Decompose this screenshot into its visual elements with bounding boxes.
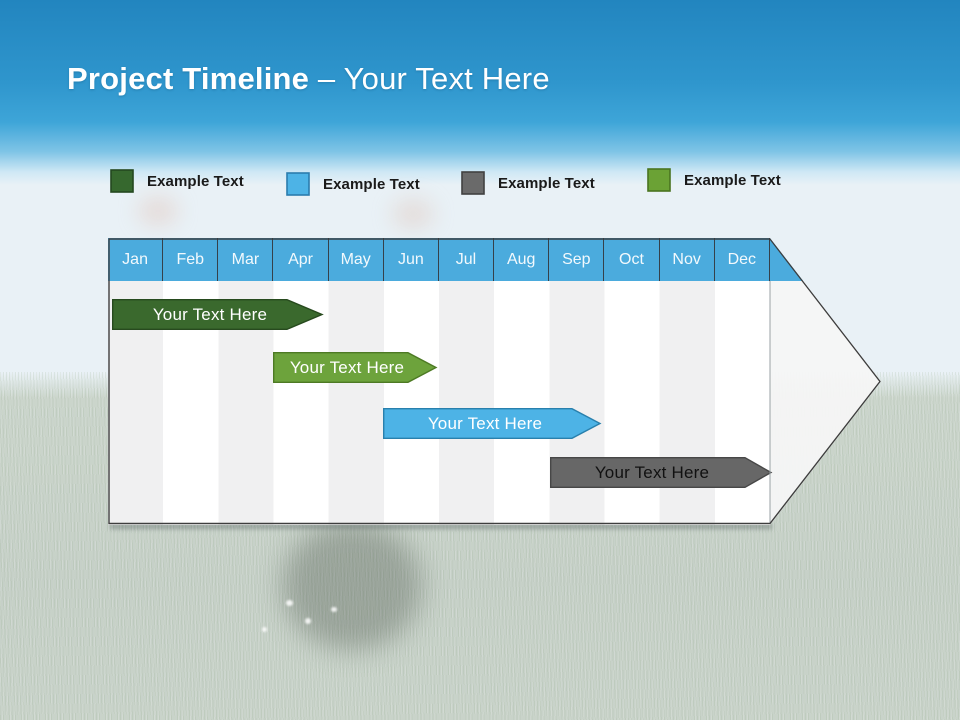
timeline-shadow (110, 524, 772, 529)
month-cell-nov[interactable]: Nov (660, 238, 715, 281)
month-cell-aug[interactable]: Aug (494, 238, 550, 281)
flower-dot (262, 627, 267, 632)
legend-label: Example Text (684, 171, 781, 189)
month-cell-jan[interactable]: Jan (108, 238, 164, 281)
legend-swatch-blue (286, 172, 310, 196)
sky-gradient-band (0, 0, 960, 185)
title-placeholder: – Your Text Here (317, 61, 550, 96)
title-main: Project Timeline (67, 61, 318, 96)
bar-label: Your Text Here (595, 463, 709, 482)
month-cell-oct[interactable]: Oct (604, 238, 660, 281)
page-title[interactable]: Project Timeline – Your Text Here (67, 61, 550, 97)
bar-label: Your Text Here (428, 414, 542, 433)
legend-item-2[interactable]: Example Text (286, 172, 420, 196)
month-cell-jun[interactable]: Jun (384, 238, 439, 281)
legend-item-3[interactable]: Example Text (461, 171, 595, 195)
legend-swatch-green (647, 168, 671, 192)
month-header-row: Jan Feb Mar Apr May Jun Jul Aug Sep Oct … (108, 238, 881, 281)
month-cell-may[interactable]: May (329, 238, 384, 281)
month-cell-apr[interactable]: Apr (273, 238, 329, 281)
timeline-bar-3[interactable]: Your Text Here (382, 407, 602, 439)
faint-hand-left (138, 196, 178, 226)
month-cell-mar[interactable]: Mar (218, 238, 274, 281)
child-silhouette (282, 522, 422, 650)
bar-label: Your Text Here (290, 358, 404, 377)
faint-hand-right (392, 198, 434, 230)
legend-item-4[interactable]: Example Text (647, 168, 781, 192)
month-cell-jul[interactable]: Jul (439, 238, 495, 281)
legend-swatch-dark-green (110, 169, 134, 193)
flower-dot (305, 618, 311, 624)
legend-label: Example Text (147, 172, 244, 190)
timeline-bar-2[interactable]: Your Text Here (272, 351, 438, 383)
flower-dot (286, 600, 293, 606)
bar-label: Your Text Here (153, 305, 267, 324)
timeline-bar-4[interactable]: Your Text Here (549, 456, 773, 488)
flower-dot (331, 607, 337, 612)
legend-swatch-gray (461, 171, 485, 195)
month-cell-feb[interactable]: Feb (163, 238, 219, 281)
legend-item-1[interactable]: Example Text (110, 169, 244, 193)
month-cell-dec[interactable]: Dec (715, 238, 770, 281)
timeline-arrow-table: Jan Feb Mar Apr May Jun Jul Aug Sep Oct … (108, 238, 881, 525)
timeline-bar-1[interactable]: Your Text Here (111, 298, 324, 330)
month-cell-sep[interactable]: Sep (549, 238, 605, 281)
legend-label: Example Text (323, 175, 420, 193)
legend-label: Example Text (498, 174, 595, 192)
